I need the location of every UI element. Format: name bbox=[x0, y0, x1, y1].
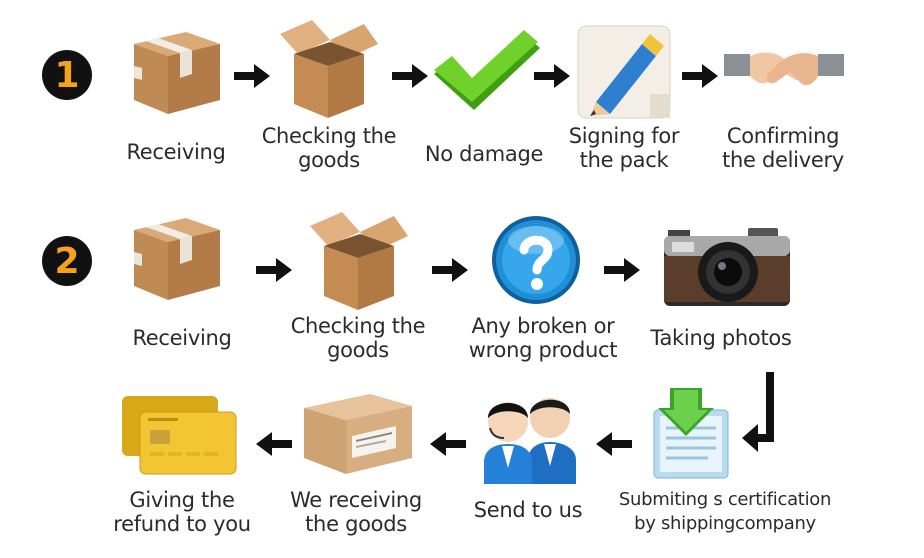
step-label-no-damage: No damage bbox=[424, 142, 544, 166]
camera-icon bbox=[662, 228, 792, 308]
step-label-signing-pack: Signing for the pack bbox=[568, 124, 680, 172]
step-label-checking-goods: Checking the goods bbox=[261, 124, 397, 172]
step-badge-2: 2 bbox=[42, 236, 92, 286]
arrow-right-icon bbox=[256, 258, 292, 282]
arrow-right-icon bbox=[604, 258, 640, 282]
question-mark-icon bbox=[490, 214, 582, 306]
shipping-box-icon bbox=[300, 386, 416, 476]
arrow-left-icon bbox=[430, 432, 466, 456]
handshake-icon bbox=[724, 40, 844, 104]
arrow-right-icon bbox=[392, 64, 428, 88]
step-label-broken-wrong-product: Any broken or wrong product bbox=[468, 314, 618, 362]
step-label-giving-refund: Giving the refund to you bbox=[113, 488, 251, 536]
arrow-left-icon bbox=[596, 432, 632, 456]
step-label-submitting-certification: Submiting s certification by shippingcom… bbox=[618, 489, 832, 534]
support-agents-icon bbox=[480, 384, 580, 484]
arrow-left-icon bbox=[256, 432, 292, 456]
arrow-right-icon bbox=[682, 64, 718, 88]
credit-card-icon bbox=[120, 394, 240, 476]
document-download-icon bbox=[648, 388, 732, 480]
open-box-icon bbox=[272, 14, 382, 120]
arrow-down-left-icon bbox=[742, 372, 782, 456]
step-label-receiving: Receiving bbox=[126, 140, 226, 164]
taped-box-icon bbox=[128, 22, 224, 118]
arrow-right-icon bbox=[234, 64, 270, 88]
step-badge-1: 1 bbox=[42, 50, 92, 100]
step-label-we-receiving-goods: We receiving the goods bbox=[290, 488, 422, 536]
step-label-checking-goods: Checking the goods bbox=[290, 314, 426, 362]
arrow-right-icon bbox=[534, 64, 570, 88]
checkmark-icon bbox=[432, 30, 542, 112]
open-box-icon bbox=[302, 206, 412, 312]
pencil-icon bbox=[576, 24, 672, 120]
step-label-receiving: Receiving bbox=[132, 326, 232, 350]
step-label-confirming-delivery: Confirming the delivery bbox=[722, 124, 844, 172]
step-label-send-to-us: Send to us bbox=[473, 498, 583, 522]
taped-box-icon bbox=[128, 208, 224, 304]
step-label-taking-photos: Taking photos bbox=[650, 326, 792, 350]
arrow-right-icon bbox=[432, 258, 468, 282]
